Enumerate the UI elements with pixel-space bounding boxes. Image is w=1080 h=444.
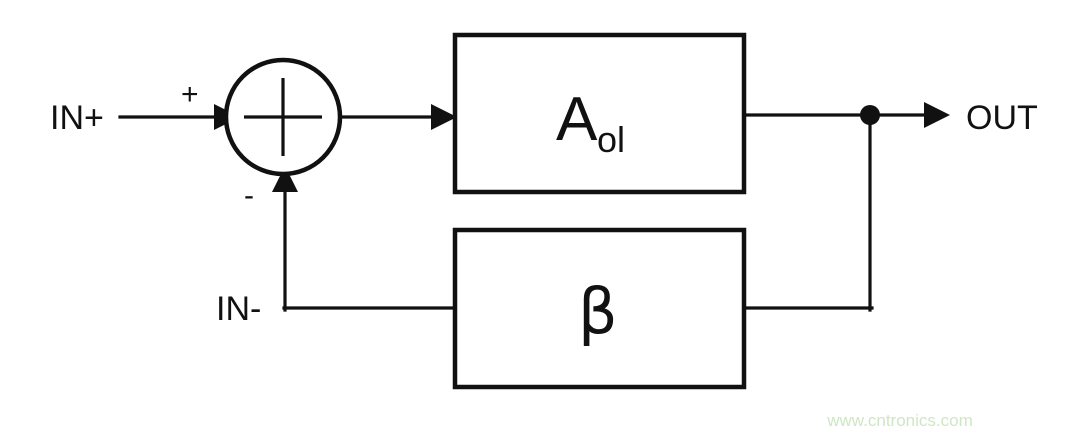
forward-block-subscript-label: ol: [597, 119, 625, 160]
input-negative-label: IN-: [216, 290, 261, 328]
watermark-text: www.cntronics.com: [826, 411, 972, 430]
output-junction-dot: [860, 105, 880, 125]
forward-gain-block[interactable]: [452, 32, 747, 195]
summing-minus-sign-label: -: [244, 179, 254, 212]
feedback-beta-block[interactable]: [452, 227, 747, 390]
arrowhead-output: [924, 102, 950, 128]
arrowhead-forward-block-input: [431, 104, 457, 130]
forward-block-label: A: [556, 85, 598, 154]
feedback-block-label: β: [578, 275, 618, 348]
arrowhead-summing-negative-input: [272, 166, 298, 192]
output-label: OUT: [966, 99, 1038, 137]
input-positive-label: IN+: [50, 99, 104, 137]
summing-plus-sign-label: +: [181, 78, 199, 111]
